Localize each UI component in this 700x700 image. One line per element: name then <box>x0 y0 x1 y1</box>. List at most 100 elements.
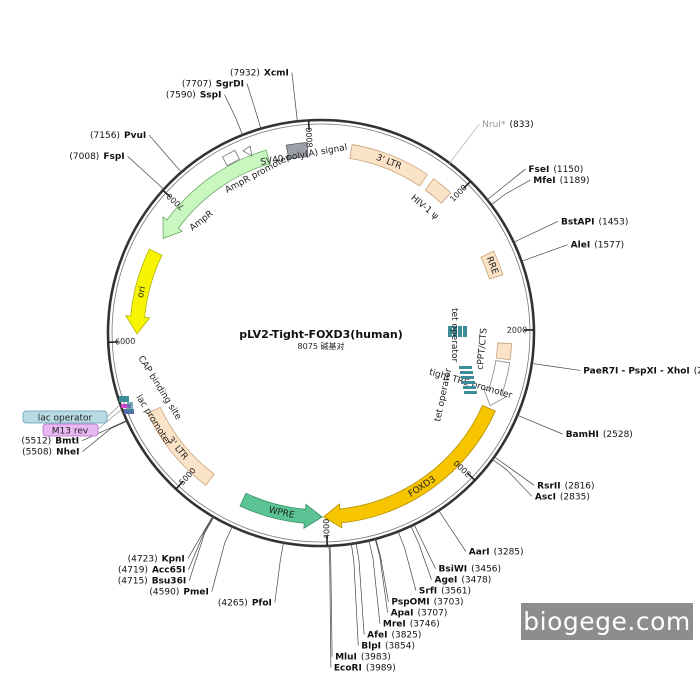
site-sgrdi[interactable]: (7707)SgrDI <box>182 80 244 90</box>
site-leader-line <box>291 72 298 123</box>
site-leader-line <box>328 544 332 668</box>
site-mrei[interactable]: MreI(3746) <box>383 620 440 630</box>
site-nrui-[interactable]: NruI*(833) <box>482 120 533 130</box>
tick-mark <box>307 120 310 131</box>
site-leader-line <box>375 537 389 602</box>
site-leader-line <box>516 414 563 435</box>
tick-label: 2000 <box>507 325 527 334</box>
site-bmti[interactable]: (5512)BmtI <box>21 437 79 447</box>
lac-operator-box <box>22 410 108 424</box>
tick-mark <box>462 180 472 189</box>
tick-label: 8000 <box>304 127 314 148</box>
site-leader-line <box>127 155 165 191</box>
site-pmei[interactable]: (4590)PmeI <box>149 588 208 598</box>
site-apai[interactable]: ApaI(3707) <box>391 609 448 619</box>
ampr-promoter-mark <box>221 149 241 167</box>
site-bamhi[interactable]: BamHI(2528) <box>566 430 633 440</box>
site-paer7i-pspxi-xhoi[interactable]: PaeR7I - PspXI - XhoI(2203) <box>583 366 700 376</box>
site-nhei[interactable]: (5508)NheI <box>22 448 79 458</box>
site-leader-line <box>530 362 581 371</box>
site-bsu36i[interactable]: (4715)Bsu36I <box>118 577 186 587</box>
backbone-inner-circle <box>111 123 531 543</box>
sv40-arrow-mark <box>242 145 253 157</box>
feature-foxd3[interactable] <box>322 404 496 529</box>
feature-3-ltr[interactable] <box>147 406 215 486</box>
site-rsrii[interactable]: RsrII(2816) <box>537 481 594 491</box>
m13-rev-label: M13 rev <box>52 427 89 437</box>
site-pvui[interactable]: (7156)PvuI <box>90 131 146 141</box>
site-asci[interactable]: AscI(2835) <box>535 492 590 502</box>
site-pfoi[interactable]: (4265)PfoI <box>218 599 272 609</box>
feature-3-ltr[interactable] <box>349 144 429 187</box>
site-kpni[interactable]: (4723)KpnI <box>128 555 185 565</box>
site-leader-line <box>329 544 333 657</box>
site-leader-line <box>512 221 559 243</box>
tet-operator-blocks-upper <box>448 326 467 337</box>
feature-sv40-poly-a-signal[interactable] <box>285 142 309 160</box>
site-bsiwi[interactable]: BsiWI(3456) <box>439 565 502 575</box>
site-sspi[interactable]: (7590)SspI <box>166 91 222 101</box>
site-agei[interactable]: AgeI(3478) <box>434 576 491 586</box>
site-leader-line <box>355 542 365 635</box>
feature-label: AmpR <box>188 209 215 233</box>
sites-layer: NruI*(833) FseI(1150)MfeI(1189) BstAPI(145… <box>21 69 700 674</box>
site-mlui[interactable]: MluI(3983) <box>335 653 391 663</box>
site-leader-line <box>274 541 285 603</box>
site-acc65i[interactable]: (4719)Acc65I <box>118 566 185 576</box>
site-leader-line <box>82 419 128 441</box>
feature-tight-tre-promoter[interactable] <box>482 360 511 407</box>
lac-cluster <box>119 396 134 414</box>
feature-label: ori <box>136 285 148 299</box>
tet-operator-label-1: tet operator <box>449 308 459 362</box>
site-aari[interactable]: AarI(3285) <box>469 547 524 557</box>
site-blpi[interactable]: BlpI(3854) <box>361 642 415 652</box>
site-leader-line <box>397 530 417 591</box>
site-afei[interactable]: AfeI(3825) <box>367 631 421 641</box>
site-ecori[interactable]: EcoRI(3989) <box>334 664 396 674</box>
watermark-logo: biogege.com <box>521 603 693 640</box>
site-leader-line <box>350 542 359 646</box>
site-alei[interactable]: AleI(1577) <box>571 241 624 251</box>
site-fsei[interactable]: FseI(1150) <box>528 165 583 175</box>
site-srfi[interactable]: SrfI(3561) <box>419 587 471 597</box>
lac-operator-label: lac operator <box>38 414 93 424</box>
site-leader-line <box>188 515 215 570</box>
site-leader-line <box>211 525 233 592</box>
site-pspomi[interactable]: PspOMI(3703) <box>391 598 463 608</box>
plasmid-size: 8075 碱基对 <box>298 341 345 351</box>
tick-mark <box>162 189 171 198</box>
site-leader-line <box>437 509 467 552</box>
site-leader-line <box>493 455 535 486</box>
feature-cppt-cts[interactable] <box>495 342 513 361</box>
site-leader-line <box>448 123 480 165</box>
site-leader-line <box>82 420 129 452</box>
site-leader-line <box>148 134 183 174</box>
site-fspi[interactable]: (7008)FspI <box>69 152 124 162</box>
tick-mark <box>175 481 184 490</box>
tick-label: 6000 <box>115 337 136 347</box>
site-mfei[interactable]: MfeI(1189) <box>533 176 589 186</box>
plasmid-name: pLV2-Tight-FOXD3(human) <box>239 328 402 341</box>
site-leader-line <box>188 516 215 581</box>
backbone-circle <box>106 118 536 548</box>
feature-hiv-1[interactable] <box>424 178 452 204</box>
site-leader-line <box>520 244 568 262</box>
feature-label: cPPT/CTS <box>476 327 490 370</box>
site-leader-line <box>246 83 262 130</box>
feature-ampr[interactable] <box>162 149 271 240</box>
site-bstapi[interactable]: BstAPI(1453) <box>561 217 628 227</box>
site-xcmi[interactable]: (7932)XcmI <box>230 69 289 79</box>
site-leader-line <box>187 515 214 559</box>
site-leader-line <box>410 525 432 580</box>
m13-rev-box <box>42 423 99 437</box>
site-leader-line <box>413 523 436 569</box>
site-leader-line <box>224 94 244 137</box>
feature-rre[interactable] <box>480 250 504 280</box>
site-leader-line <box>486 168 526 201</box>
feature-ori[interactable] <box>125 248 163 335</box>
tet-operator-blocks <box>459 366 477 394</box>
feature-wpre[interactable] <box>239 492 323 530</box>
site-leader-line <box>368 539 381 624</box>
site-leader-line <box>374 537 388 613</box>
